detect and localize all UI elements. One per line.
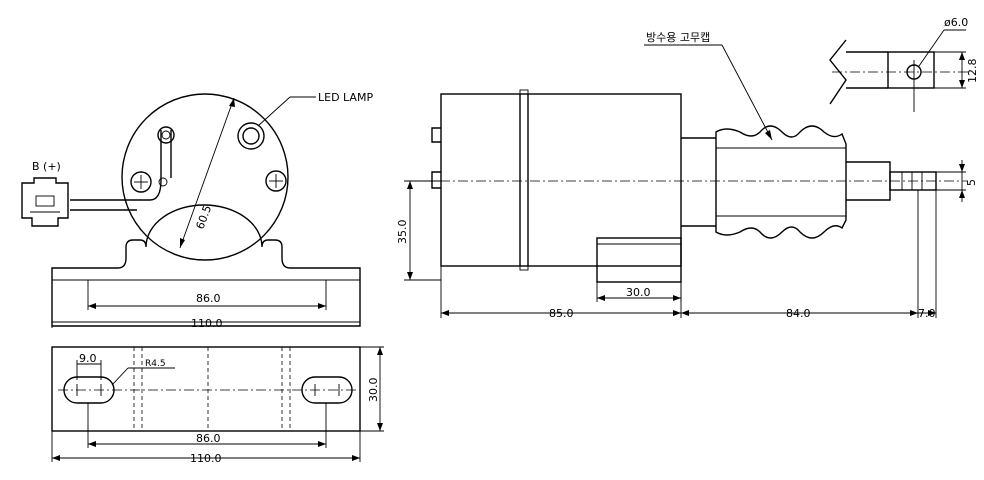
dim-bottom-30: 30.0	[367, 378, 380, 403]
led-lamp-label: LED LAMP	[318, 91, 373, 104]
rubber-boot	[715, 125, 847, 239]
screw-terminal	[130, 171, 152, 193]
pin-detail	[829, 29, 968, 112]
dim-bottom-110: 110.0	[190, 452, 222, 465]
dim-bottom-86: 86.0	[196, 432, 221, 445]
mounting-bracket	[51, 204, 361, 327]
dim-12-8: 12.8	[966, 59, 979, 84]
dim-side-35: 35.0	[396, 220, 409, 245]
body-circle	[121, 93, 289, 261]
side-connector-box	[596, 237, 682, 283]
bottom-plate	[51, 346, 361, 432]
led-lamp-ring	[237, 122, 265, 150]
b-plus-label: B (+)	[32, 160, 61, 173]
dim-60-5: 60.5	[194, 204, 215, 231]
dim-side-30: 30.0	[626, 286, 651, 299]
connector-b-plus	[21, 177, 69, 227]
dim-side-5: 5	[965, 179, 978, 186]
bottom-view	[51, 346, 384, 462]
dim-front-110: 110.0	[191, 317, 223, 330]
dim-bottom-9: 9.0	[79, 352, 97, 365]
solenoid-body	[440, 93, 682, 267]
dim-front-86: 86.0	[196, 292, 221, 305]
rubber-cap-label: 방수용 고무캡	[646, 31, 710, 44]
pin-detail-body	[887, 51, 935, 89]
front-view	[21, 93, 361, 328]
dim-side-84: 84.0	[786, 307, 811, 320]
dim-side-85: 85.0	[549, 307, 574, 320]
dim-side-7: 7.0	[918, 307, 936, 320]
slot-right	[301, 376, 353, 404]
dim-phi-6: ø6.0	[944, 16, 968, 29]
screw-right	[265, 170, 287, 192]
wire-exit-hole	[157, 126, 175, 144]
side-view	[404, 44, 968, 318]
dim-r45: R4.5	[145, 359, 166, 369]
